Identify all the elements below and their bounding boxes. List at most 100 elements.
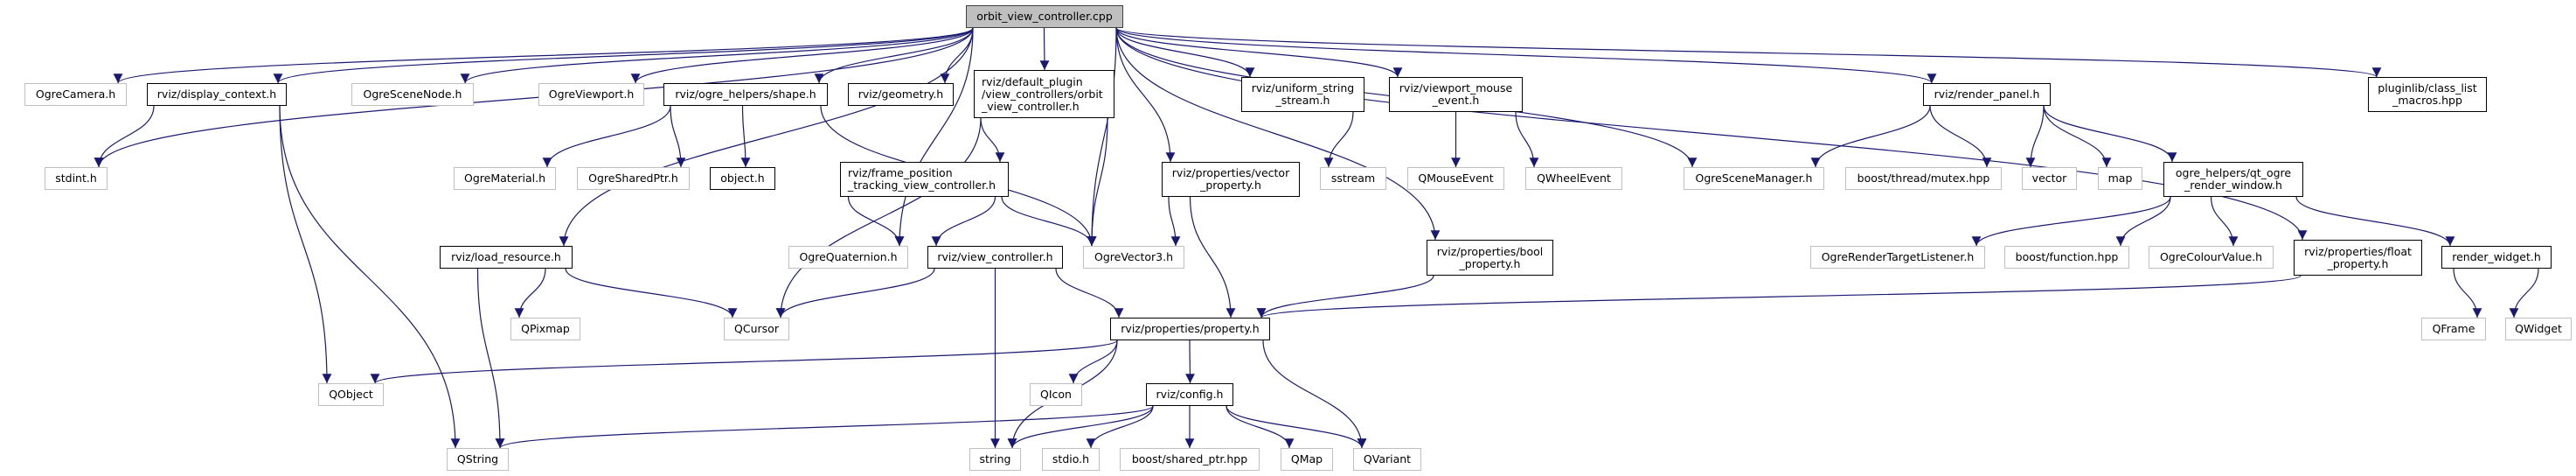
node-uniform-string-stream-h[interactable]: rviz/uniform_string _stream.h — [1241, 77, 1364, 112]
node-ogrecolourvalue-h: OgreColourValue.h — [2149, 246, 2274, 269]
edge-qt_ogre-to-ogrertl — [1971, 196, 2171, 247]
edge-qt_ogre-to-boostfunction — [2115, 196, 2171, 247]
edge-root-to-render_panel — [1115, 27, 1937, 84]
node-qframe: QFrame — [2421, 318, 2486, 340]
edge-property-to-qicon — [1068, 340, 1118, 384]
node-vector: vector — [2022, 167, 2077, 190]
node-map: map — [2098, 167, 2142, 190]
edge-display_context-to-qobject — [279, 105, 332, 384]
node-class-list-macros-hpp[interactable]: pluginlib/class_list _macros.hpp — [2368, 77, 2487, 112]
node-ogresharedptr-h: OgreSharedPtr.h — [577, 167, 690, 190]
edge-root-to-vme — [1115, 27, 1403, 78]
edge-qt_ogre-to-render_widget — [2295, 196, 2455, 247]
edge-property-to-config — [1185, 340, 1195, 384]
node-sstream: sstream — [1320, 167, 1386, 190]
node-root-orbit-view-controller-cpp: orbit_view_controller.cpp — [966, 5, 1123, 28]
edge-config-to-string — [1007, 405, 1154, 449]
node-ogrerendertargetlistener-h: OgreRenderTargetListener.h — [1810, 246, 1985, 269]
edge-view_controller-to-qcursor — [775, 268, 935, 318]
edge-fptvc-to-view_controller — [931, 196, 996, 247]
node-orbit-view-controller-h[interactable]: rviz/default_plugin /view_controllers/or… — [974, 70, 1114, 118]
edge-vector_property-to-ogrevector3 — [1168, 196, 1181, 247]
edge-vector_property-to-property — [1189, 196, 1236, 318]
edge-orbit_h-to-qcursor — [775, 117, 982, 318]
node-render-widget-h[interactable]: render_widget.h — [2441, 246, 2552, 269]
edge-config-to-qstring — [495, 405, 1154, 449]
node-qstring: QString — [447, 448, 509, 471]
edge-render_panel-to-vector — [2025, 105, 2045, 168]
node-ogrescenemanager-h: OgreSceneManager.h — [1684, 167, 1824, 190]
edge-float_property-to-property — [1257, 275, 2302, 318]
node-qpixmap: QPixmap — [510, 318, 580, 340]
node-stdint-h: stdint.h — [45, 167, 108, 190]
node-frame-position-tracking-view-controller-h[interactable]: rviz/frame_position _tracking_view_contr… — [840, 162, 1009, 197]
node-qt-ogre-render-window-h[interactable]: ogre_helpers/qt_ogre _render_window.h — [2163, 162, 2303, 197]
edge-load_resource-to-qcursor — [565, 268, 738, 318]
node-qicon: QIcon — [1030, 383, 1082, 406]
node-load-resource-h[interactable]: rviz/load_resource.h — [440, 246, 573, 269]
edge-root-to-uniform — [1115, 27, 1255, 78]
edge-shape-to-ogrematerial — [542, 105, 671, 168]
edge-render_widget-to-qframe — [2453, 268, 2482, 318]
node-string: string — [969, 448, 1021, 471]
node-boost-thread-mutex-hpp: boost/thread/mutex.hpp — [1845, 167, 2002, 190]
edge-render_panel-to-qt_ogre — [2043, 105, 2177, 163]
edge-root-to-load_resource — [559, 27, 974, 247]
node-display-context-h[interactable]: rviz/display_context.h — [147, 83, 287, 106]
node-render-panel-h[interactable]: rviz/render_panel.h — [1923, 83, 2051, 106]
edge-root-to-pluginlib — [1115, 27, 2381, 78]
edge-shape-to-ogresharedptr — [670, 105, 686, 168]
edge-load_resource-to-qstring — [476, 268, 505, 449]
edge-render_panel-to-map — [2043, 105, 2112, 168]
edge-root-to-ogrevector3 — [1087, 27, 1117, 247]
edge-property-to-qvariant — [1262, 340, 1367, 449]
edge-bool_property-to-property — [1256, 275, 1434, 318]
node-float-property-h[interactable]: rviz/properties/float _property.h — [2294, 240, 2422, 276]
edge-shape-to-object — [740, 105, 751, 168]
node-boost-shared-ptr-hpp: boost/shared_ptr.hpp — [1120, 448, 1260, 471]
node-qmap: QMap — [1281, 448, 1333, 471]
node-qwheelevent: QWheelEvent — [1525, 167, 1622, 190]
edge-root-to-ogrescenenode — [460, 27, 974, 84]
node-qmouseevent: QMouseEvent — [1407, 167, 1504, 190]
node-property-h[interactable]: rviz/properties/property.h — [1110, 318, 1270, 340]
edge-root-to-ogreviewport — [630, 27, 974, 84]
node-view-controller-h[interactable]: rviz/view_controller.h — [927, 246, 1063, 269]
node-bool-property-h[interactable]: rviz/properties/bool _property.h — [1427, 240, 1553, 276]
node-geometry-h[interactable]: rviz/geometry.h — [848, 83, 954, 106]
node-ogrematerial-h: OgreMaterial.h — [454, 167, 556, 190]
edge-config-to-qmap — [1226, 405, 1295, 449]
edge-orbit_h-to-ogrevector3 — [1087, 117, 1108, 247]
node-ogrequaternion-h: OgreQuaternion.h — [788, 246, 908, 269]
edge-root-to-ogrecamera — [113, 27, 974, 84]
edge-root-to-geometry — [940, 27, 974, 84]
node-config-h[interactable]: rviz/config.h — [1146, 383, 1233, 406]
node-boost-function-hpp: boost/function.hpp — [2004, 246, 2129, 269]
node-object-h[interactable]: object.h — [710, 167, 775, 190]
edge-view_controller-to-property — [1055, 268, 1124, 318]
edge-root-to-float_property — [1115, 27, 2308, 241]
node-ogreviewport-h: OgreViewport.h — [538, 83, 644, 106]
edge-render_panel-to-mutex — [1929, 105, 1992, 168]
node-qcursor: QCursor — [724, 318, 789, 340]
node-shape-h[interactable]: rviz/ogre_helpers/shape.h — [663, 83, 828, 106]
node-ogrescenenode-h: OgreSceneNode.h — [351, 83, 474, 106]
edge-vme-to-qwheelevent — [1515, 111, 1539, 168]
node-qwidget: QWidget — [2505, 318, 2572, 340]
edge-fptvc-to-ogrequaternion — [847, 196, 905, 247]
edge-uniform-to-sstream — [1323, 111, 1354, 168]
edge-root-to-bool_property — [1115, 27, 1441, 241]
edge-qt_ogre-to-ogrecolourvalue — [2210, 196, 2239, 247]
node-vector-property-h[interactable]: rviz/properties/vector _property.h — [1162, 162, 1300, 197]
node-viewport-mouse-event-h[interactable]: rviz/viewport_mouse _event.h — [1389, 77, 1523, 112]
edge-root-to-vector_property — [1115, 27, 1176, 163]
node-qobject: QObject — [318, 383, 384, 406]
node-ogrecamera-h: OgreCamera.h — [24, 83, 127, 106]
edge-root-to-shape — [814, 27, 974, 84]
edge-config-to-qvariant — [1226, 405, 1367, 449]
edge-orbit_h-to-fptvc — [980, 117, 1005, 163]
edge-root-to-display_context — [273, 27, 974, 84]
edge-fptvc-to-ogrevector3 — [1001, 196, 1097, 247]
